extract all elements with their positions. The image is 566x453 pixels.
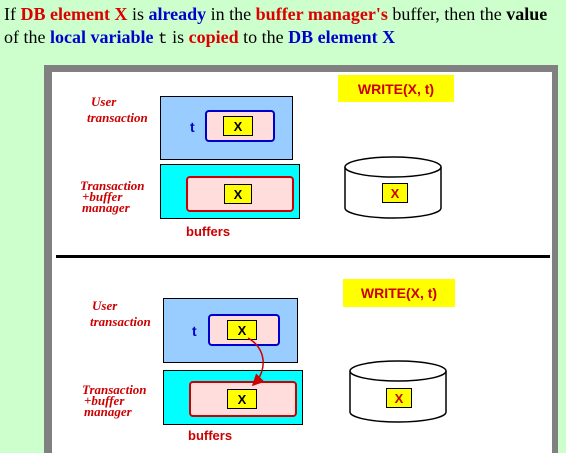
caption-value: value bbox=[506, 4, 548, 24]
caption-text: of the bbox=[4, 27, 50, 47]
caption-copied: copied bbox=[188, 27, 239, 47]
tm-label-top: Transaction +buffer manager bbox=[80, 178, 145, 215]
caption-text: is bbox=[167, 27, 189, 47]
label-line: Transaction bbox=[80, 178, 145, 193]
write-label-top: WRITE(X, t) bbox=[338, 75, 454, 102]
write-label-bottom: WRITE(X, t) bbox=[343, 279, 455, 307]
buffers-label-top: buffers bbox=[186, 224, 231, 239]
label-line: manager bbox=[84, 404, 132, 419]
caption: If DB element X is already in the buffer… bbox=[4, 3, 564, 51]
caption-text: buffer, then the bbox=[387, 4, 507, 24]
x-disk-bottom: X bbox=[386, 388, 412, 408]
caption-text: If bbox=[4, 4, 21, 24]
caption-already: already bbox=[148, 4, 207, 24]
x-user-top: X bbox=[223, 116, 253, 136]
copy-arrow-icon bbox=[247, 337, 265, 387]
label-line: manager bbox=[82, 200, 130, 215]
label-line: User bbox=[91, 94, 117, 109]
caption-local-variable: local variable bbox=[49, 27, 154, 47]
t-label-bottom: t bbox=[192, 323, 197, 339]
separator-line bbox=[56, 255, 550, 258]
label-line: User bbox=[92, 298, 118, 313]
caption-text: in the bbox=[206, 4, 256, 24]
label-line: transaction bbox=[90, 314, 151, 329]
tm-label-bottom: Transaction +buffer manager bbox=[82, 382, 147, 419]
user-transaction-label-top: User transaction bbox=[87, 94, 148, 125]
caption-t: t bbox=[157, 30, 168, 48]
x-buffer-bottom: X bbox=[227, 389, 257, 409]
x-buffer-top: X bbox=[224, 184, 252, 204]
caption-db-element: DB element X bbox=[20, 4, 128, 24]
caption-text: is bbox=[127, 4, 149, 24]
label-line: +buffer bbox=[82, 189, 123, 204]
label-line: +buffer bbox=[84, 393, 125, 408]
buffers-label-bottom: buffers bbox=[188, 428, 233, 443]
label-line: Transaction bbox=[82, 382, 147, 397]
x-disk-top: X bbox=[382, 183, 408, 203]
caption-buffer-manager: buffer manager's bbox=[255, 4, 388, 24]
t-label-top: t bbox=[190, 119, 195, 135]
caption-text: to the bbox=[238, 27, 289, 47]
label-line: transaction bbox=[87, 110, 148, 125]
caption-db-element-2: DB element X bbox=[288, 27, 396, 47]
x-user-bottom: X bbox=[227, 320, 257, 340]
user-transaction-label-bottom: User transaction bbox=[90, 298, 151, 329]
